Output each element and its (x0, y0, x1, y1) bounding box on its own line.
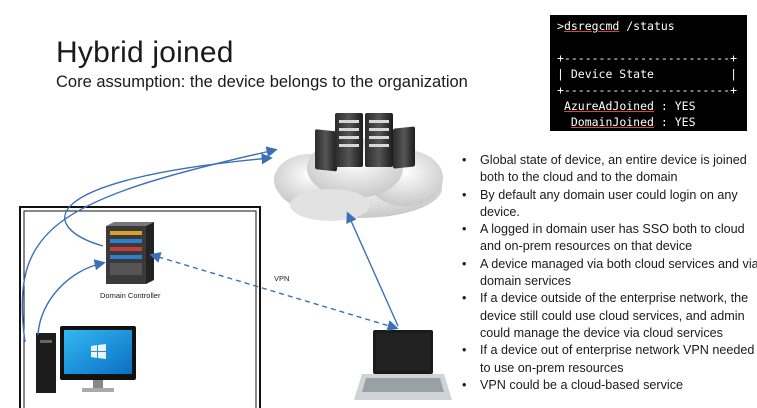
terminal-row-indent (557, 115, 571, 129)
terminal-command-arg: /status (619, 19, 675, 33)
list-item: Global state of device, an entire device… (462, 152, 757, 187)
connection-arrows (21, 146, 399, 343)
domain-controller-label: Domain Controller (100, 291, 161, 300)
list-item: A logged in domain user has SSO both to … (462, 221, 757, 256)
vpn-label: VPN (274, 274, 290, 283)
bullet-list: Global state of device, an entire device… (462, 152, 757, 394)
desktop-pc-icon (36, 326, 136, 393)
arrow-vpn-laptop-dc (149, 252, 399, 331)
terminal-value-domainjoined: : YES (653, 115, 696, 129)
arrow-pc-to-cloud (21, 146, 278, 343)
terminal-prompt: > (557, 19, 564, 33)
terminal-command-name: dsregcmd (563, 19, 620, 33)
terminal-border-top: +------------------------+ (557, 51, 738, 65)
terminal-key-azureadjoined: AzureAdJoined (563, 99, 654, 113)
arrow-laptop-to-cloud (346, 211, 399, 327)
terminal-value-azureadjoined: : YES (653, 99, 696, 113)
page-subtitle: Core assumption: the device belongs to t… (56, 73, 468, 91)
laptop-icon (354, 330, 452, 400)
domain-controller-icon (106, 222, 154, 284)
list-item: VPN could be a cloud-based service (462, 377, 757, 395)
terminal-border-bottom: +------------------------+ (557, 83, 738, 97)
page-title: Hybrid joined (56, 36, 234, 69)
terminal-key-domainjoined: DomainJoined (570, 115, 654, 129)
list-item: If a device outside of the enterprise ne… (462, 290, 757, 342)
server-rack-icon (315, 113, 415, 172)
cloud-icon (274, 138, 443, 221)
enterprise-network-boundary (19, 206, 261, 408)
terminal-header-row: | Device State | (557, 67, 738, 81)
list-item: By default any domain user could login o… (462, 187, 757, 222)
arrow-pc-to-dc (37, 259, 106, 336)
terminal-row-indent (557, 99, 564, 113)
list-item: If a device out of enterprise network VP… (462, 342, 757, 377)
terminal-window: >dsregcmd /status +---------------------… (550, 15, 747, 131)
arrow-dc-to-cloud (64, 153, 273, 247)
list-item: A device managed via both cloud services… (462, 256, 757, 291)
